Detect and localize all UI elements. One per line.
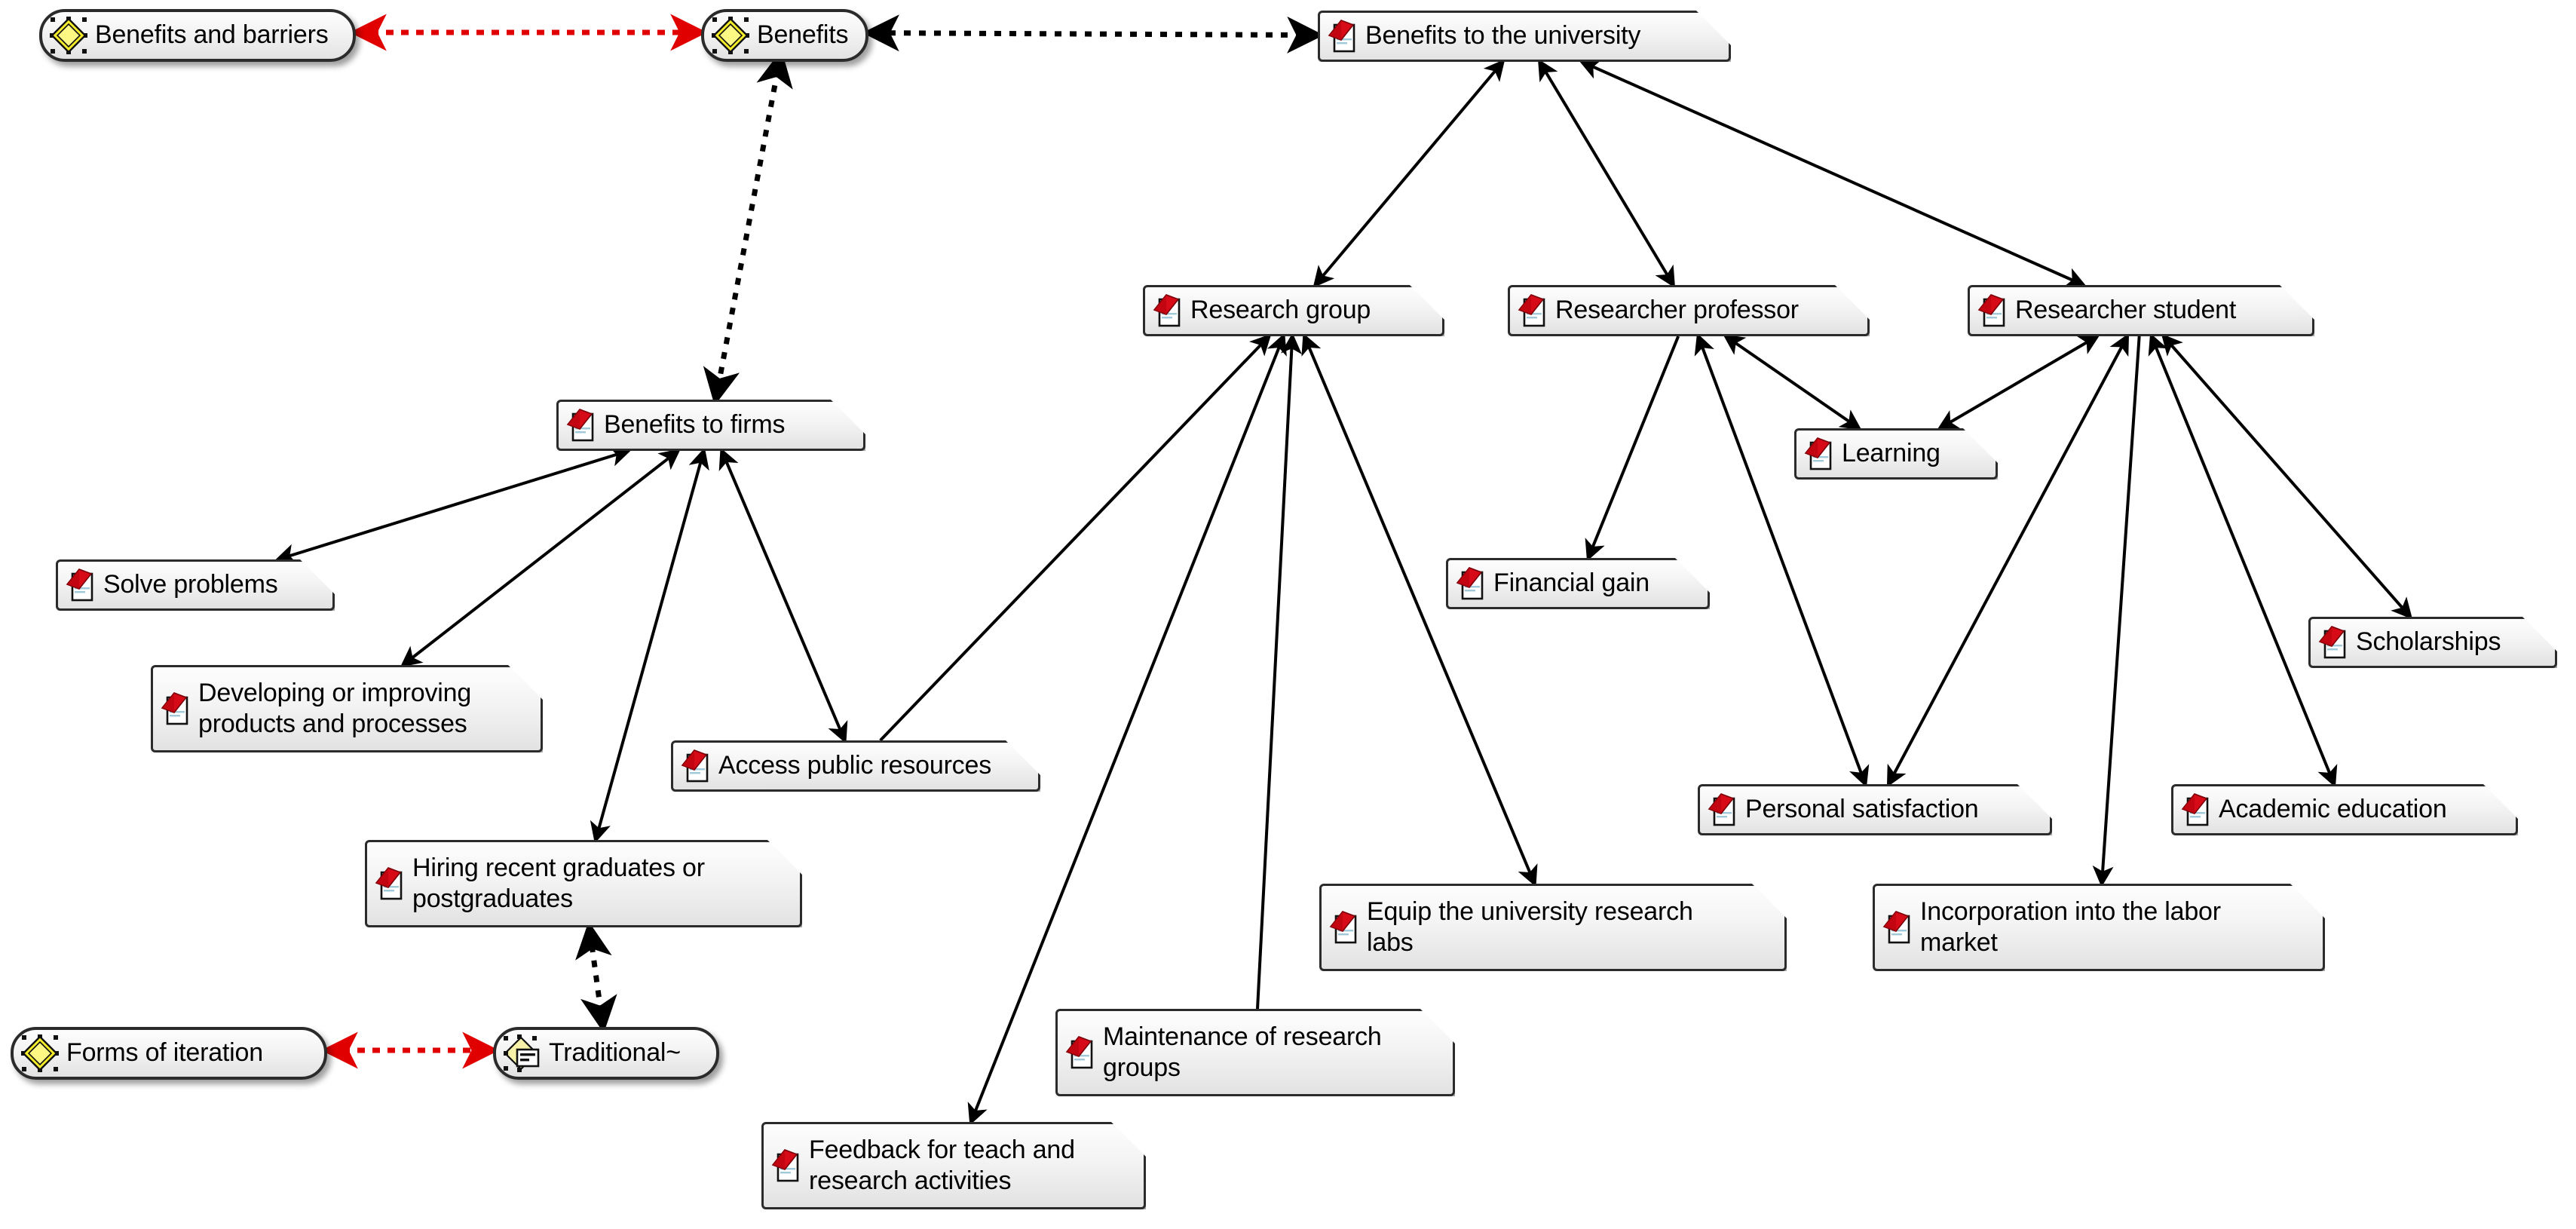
node-financial-gain[interactable]: Financial gain — [1446, 558, 1710, 609]
diamond-doc-icon — [504, 1034, 541, 1072]
diamond-icon — [21, 1034, 59, 1072]
edge-maintenance-groups-to-research-group — [1256, 333, 1303, 1010]
edge-benefits-to-university-to-researcher-student — [1579, 59, 2087, 288]
node-label: Traditional~ — [549, 1038, 681, 1068]
diamond-icon — [50, 17, 87, 54]
node-solve-problems[interactable]: Solve problems — [56, 559, 335, 611]
note-icon — [1065, 1035, 1095, 1070]
node-benefits-and-barriers[interactable]: Benefits and barriers — [39, 9, 356, 62]
note-icon — [1708, 792, 1738, 827]
note-icon — [375, 866, 405, 901]
note-icon — [2181, 792, 2211, 827]
node-equip-labs[interactable]: Equip the university research labs — [1319, 884, 1787, 971]
node-label: Financial gain — [1493, 569, 1649, 598]
node-academic-education[interactable]: Academic education — [2171, 784, 2518, 835]
node-label: Equip the university research labs — [1367, 896, 1693, 957]
edge-benefits-to-firms-to-developing-improving — [400, 449, 682, 667]
edge-benefits-to-university-to-benefits — [862, 14, 1325, 54]
edge-feedback-teach-research-to-research-group — [967, 333, 1287, 1126]
edge-equip-labs-to-research-group — [1301, 333, 1538, 887]
edge-researcher-student-to-personal-satisfaction — [1886, 333, 2130, 788]
edge-researcher-student-to-academic-education — [2148, 333, 2338, 788]
node-label: Benefits — [757, 20, 849, 50]
edge-researcher-professor-to-personal-satisfaction — [1694, 333, 1870, 788]
note-icon — [1328, 19, 1358, 54]
node-access-public-resources[interactable]: Access public resources — [671, 740, 1040, 792]
node-label: Hiring recent graduates or postgraduates — [412, 853, 705, 913]
note-icon — [566, 408, 596, 443]
node-benefits[interactable]: Benefits — [701, 9, 868, 62]
node-label: Developing or improving products and pro… — [198, 678, 472, 738]
node-developing-improving[interactable]: Developing or improving products and pro… — [151, 665, 543, 752]
node-maintenance-groups[interactable]: Maintenance of research groups — [1055, 1009, 1455, 1096]
node-label: Benefits to the university — [1365, 21, 1641, 51]
node-label: Access public resources — [718, 751, 991, 780]
edge-researcher-student-to-incorporation-labor — [2092, 336, 2141, 887]
node-label: Incorporation into the labor market — [1920, 896, 2221, 957]
note-icon — [1518, 293, 1548, 328]
node-label: Feedback for teach and research activiti… — [809, 1135, 1075, 1195]
note-icon — [1882, 910, 1913, 945]
note-icon — [66, 568, 96, 602]
diamond-icon — [712, 17, 749, 54]
edge-researcher-student-to-scholarships — [2161, 333, 2413, 620]
note-icon — [1329, 910, 1359, 945]
node-label: Solve problems — [103, 570, 278, 599]
note-icon — [1153, 293, 1183, 328]
node-benefits-to-university[interactable]: Benefits to the university — [1318, 11, 1731, 62]
edge-researcher-professor-to-learning — [1723, 334, 1862, 431]
edge-traditional-to-hiring-graduates — [575, 921, 617, 1034]
node-feedback-teach-research[interactable]: Feedback for teach and research activiti… — [761, 1122, 1146, 1209]
node-learning[interactable]: Learning — [1794, 428, 1998, 480]
node-label: Research group — [1190, 296, 1371, 325]
node-research-group[interactable]: Research group — [1143, 285, 1444, 336]
node-researcher-student[interactable]: Researcher student — [1968, 285, 2314, 336]
note-icon — [2318, 625, 2348, 660]
edge-benefits-to-firms-to-solve-problems — [274, 446, 632, 565]
note-icon — [681, 749, 711, 783]
edge-researcher-professor-to-financial-gain — [1585, 336, 1680, 562]
node-label: Researcher professor — [1555, 296, 1799, 325]
note-icon — [1456, 566, 1486, 601]
node-traditional[interactable]: Traditional~ — [493, 1027, 719, 1080]
note-icon — [161, 691, 191, 726]
note-icon — [1804, 437, 1834, 471]
edge-benefits-to-firms-to-access-public-resources — [718, 447, 848, 744]
node-label: Academic education — [2219, 795, 2447, 824]
node-label: Maintenance of research groups — [1103, 1022, 1382, 1082]
edge-researcher-student-to-learning — [1937, 334, 2100, 431]
node-benefits-to-firms[interactable]: Benefits to firms — [556, 400, 865, 451]
node-hiring-graduates[interactable]: Hiring recent graduates or postgraduates — [365, 840, 802, 927]
note-icon — [1977, 293, 2008, 328]
node-label: Benefits to firms — [604, 410, 786, 440]
node-label: Benefits and barriers — [95, 20, 329, 50]
node-forms-of-iteration[interactable]: Forms of iteration — [11, 1027, 327, 1080]
note-icon — [771, 1148, 801, 1183]
edge-benefits-to-university-to-researcher-professor — [1537, 58, 1676, 289]
node-researcher-professor[interactable]: Researcher professor — [1508, 285, 1870, 336]
node-personal-satisfaction[interactable]: Personal satisfaction — [1698, 784, 2052, 835]
node-label: Personal satisfaction — [1745, 795, 1979, 824]
node-label: Forms of iteration — [66, 1038, 263, 1068]
node-label: Researcher student — [2015, 296, 2237, 325]
edge-benefits-to-university-to-research-group — [1313, 59, 1505, 288]
node-scholarships[interactable]: Scholarships — [2308, 617, 2557, 668]
edge-access-public-resources-to-research-group — [879, 333, 1272, 742]
edge-benefits-to-benefits-to-firms — [703, 49, 793, 406]
node-label: Learning — [1842, 439, 1940, 468]
node-label: Scholarships — [2356, 627, 2501, 657]
node-incorporation-labor[interactable]: Incorporation into the labor market — [1873, 884, 2325, 971]
